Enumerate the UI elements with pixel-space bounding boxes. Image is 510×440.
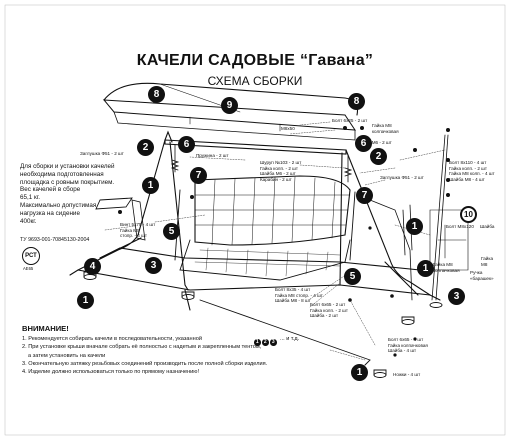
assembly-description: Для сборки и установки качелей необходим… [20,163,115,225]
callout-3-right: 3 [448,288,465,305]
callout-5-right: 5 [344,268,361,285]
label-spring: Пружина - 2 шт [196,153,229,158]
label-m8x50: М8х50 [281,126,295,131]
inline-step-1: 1 [254,339,261,346]
base-rails [69,247,441,366]
tu-code: ТУ 9693-001-70845130-2004 [20,237,90,243]
callout-3-left: 3 [145,257,162,274]
callout-8-left: 8 [148,86,165,103]
label-bolt-6x65-mid: Болт 6х65 - 2 шт Гайка колп. - 2 шт Шайб… [310,302,348,319]
certification-mark-icon: РСТ [22,247,40,265]
label-detail-left: Гайка М8 колпачковая [433,262,460,273]
callout-6-right: 6 [355,135,372,152]
callout-5-left: 5 [163,223,180,240]
callout-2-right: 2 [370,148,387,165]
springs [170,144,353,183]
note-2-text: 2. При установке крыши вначале собрать е… [22,344,262,351]
label-detail-bolt: Болт М8х120 [446,224,474,229]
label-bolt-8x110: Болт 8х110 - 4 шт Гайка колп. - 2 шт Гай… [449,160,495,182]
note-1-suffix: ... и т.д. [280,336,300,342]
callout-1-right: 1 [406,218,423,235]
callout-2-top: 2 [137,139,154,156]
callout-1-far-right: 1 [417,260,434,277]
note-3-text: 3. Окончательную затяжку резьбовых соеди… [22,360,268,367]
warning-heading: ВНИМАНИЕ! [22,324,69,333]
callout-4: 4 [84,258,101,275]
callout-9: 9 [221,97,238,114]
feet [83,271,443,378]
label-detail-handle: Ручка «барашек» [470,270,494,281]
callout-1-bottom: 1 [351,364,368,381]
label-feet: Ножки - 4 шт [393,372,421,377]
callout-10: 10 [460,206,477,223]
label-detail-washer: Шайба [480,224,495,229]
swing-seat [174,175,356,281]
note-2-continued: а затем установить на качели [28,352,106,359]
label-bolt-6x25: Болт 6х25 - 2 шт [332,118,368,123]
note-4-text: 4. Изделие должно использоваться только … [22,369,200,375]
callout-6-left: 6 [178,136,195,153]
callout-7-left: 7 [190,167,207,184]
note-1-text: 1. Рекомендуется собирать качели в после… [22,336,202,342]
bracket-part [95,197,133,210]
callout-7-right: 7 [356,187,373,204]
leader-lines [104,121,446,361]
label-detail-nut: Гайка М8 [481,256,494,267]
label-nut-m8-cap: Гайка М8 колпачковая [372,123,399,134]
inline-step-3: 3 [270,339,277,346]
warning-notes: 1. Рекомендуется собирать качели в после… [22,336,268,378]
label-bolt-5x75: Винт 5х75 - 4 шт Гайка М5 стопр. - 4 шт [120,222,156,239]
callout-1-upper: 1 [142,177,159,194]
label-bolt-6x65-low: Болт 6х65 - 4 шт Гайка колпачковая Шайба… [388,337,428,354]
callout-1-lower: 1 [77,292,94,309]
page-title: КАЧЕЛИ САДОВЫЕ “Гавана” [136,52,374,69]
label-plug-51-right: Заглушка Ф51 - 2 шт [380,175,424,180]
hardware [118,126,450,357]
label-screw-set: Шуруп №103 - 2 шт Гайка колп. - 2 шт Шай… [260,160,302,182]
inline-step-2: 2 [262,339,269,346]
top-crossbar [164,139,347,155]
label-bolt-8x35: Болт 8х35 - 4 шт Гайка М8 стопр. - 4 шт … [275,287,323,304]
page-subtitle: СХЕМА СБОРКИ [207,74,303,88]
callout-8-right: 8 [348,93,365,110]
side-detail [429,134,469,301]
certification-code: АЕ65 [23,266,34,271]
label-plug-51-top: Заглушка Ф51 - 2 шт [80,151,124,156]
